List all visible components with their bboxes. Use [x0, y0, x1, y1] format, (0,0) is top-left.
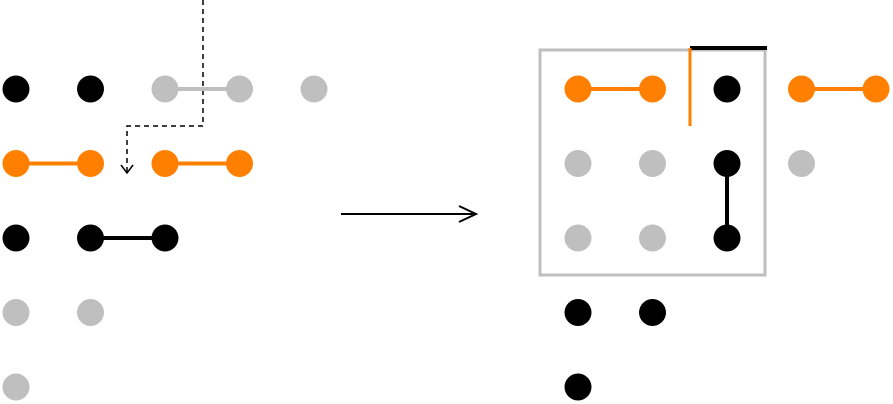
- right-dot-gray-r1c0: [564, 150, 592, 177]
- left-dot-black-r0c0: [2, 75, 30, 103]
- insertion-path: [120, 0, 204, 175]
- right-dot-orange-r0c3: [788, 75, 815, 103]
- right-dot-gray-r2c1: [639, 224, 666, 252]
- insertion-path-line: [126, 0, 204, 172]
- selection-frame: [538, 46, 767, 277]
- selection-frame-box: [538, 48, 767, 277]
- transform-arrow-head: [458, 205, 479, 223]
- right-dot-orange-r0c0: [564, 75, 592, 103]
- left-dot-black-r2c2: [151, 224, 179, 252]
- right-dot-black-r0c2: [713, 75, 741, 103]
- left-dot-orange-r1c1: [77, 150, 104, 177]
- right-dot-black-r3c1: [639, 299, 666, 326]
- right-dot-orange-r0c1: [639, 75, 666, 103]
- left-dot-black-r0c1: [77, 75, 104, 103]
- insertion-arrowhead: [120, 164, 134, 175]
- left-dot-black-r2c0: [2, 224, 30, 252]
- left-dot-gray-r0c3: [226, 75, 253, 103]
- left-dot-gray-r4c0: [2, 373, 30, 401]
- right-dot-black-r2c2: [713, 224, 741, 252]
- right-dot-black-r4c0: [564, 373, 592, 401]
- right-dot-gray-r2c0: [564, 224, 592, 252]
- transform-arrow: [341, 205, 479, 223]
- right-dot-orange-r0c4: [862, 75, 890, 103]
- left-dot-orange-r1c0: [2, 150, 30, 177]
- left-dot-gray-r0c2: [151, 75, 179, 103]
- right-panel-dots: [564, 75, 890, 401]
- right-dot-black-r3c0: [564, 299, 592, 326]
- right-dot-gray-r1c1: [639, 150, 666, 177]
- left-dot-orange-r1c2: [151, 150, 179, 177]
- left-panel-dots: [2, 75, 328, 401]
- right-dot-black-r1c2: [713, 150, 741, 177]
- right-dot-gray-r1c3: [788, 150, 815, 177]
- left-dot-gray-r3c0: [2, 299, 30, 326]
- left-dot-orange-r1c3: [226, 150, 253, 177]
- left-dot-gray-r3c1: [77, 299, 104, 326]
- left-dot-black-r2c1: [77, 224, 104, 252]
- left-dot-gray-r0c4: [300, 75, 328, 103]
